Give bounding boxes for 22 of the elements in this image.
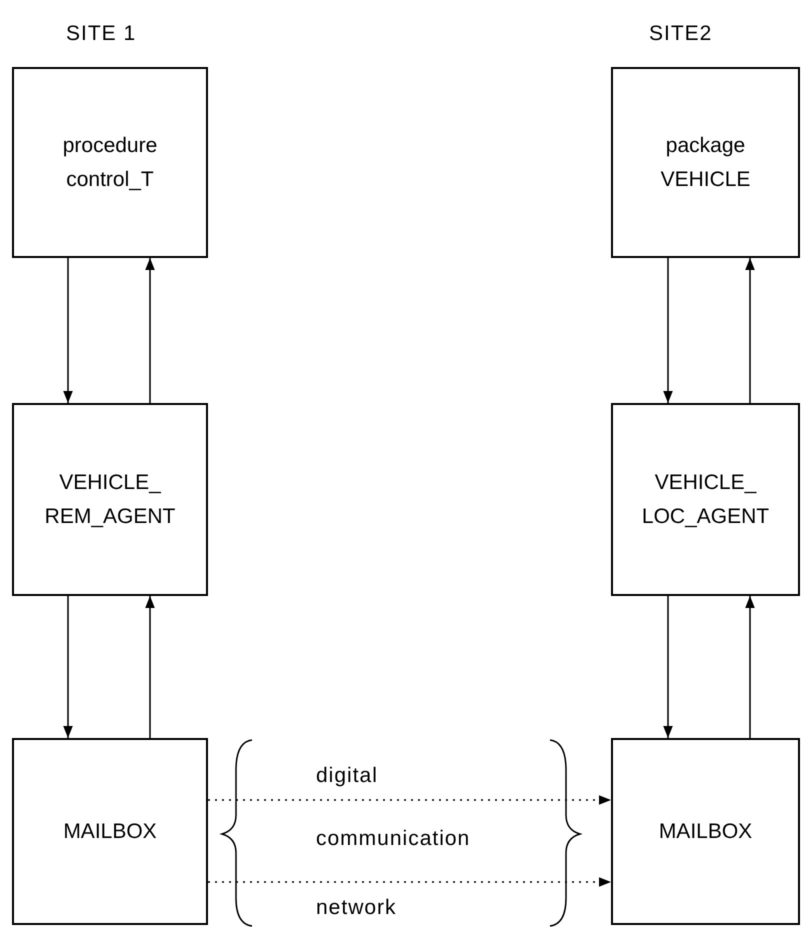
box-label: MAILBOX bbox=[658, 818, 754, 844]
box-label: VEHICLE_ LOC_AGENT bbox=[640, 470, 770, 530]
box-label: package VEHICLE bbox=[660, 132, 752, 192]
arrow bbox=[63, 596, 73, 738]
arrow bbox=[63, 258, 73, 403]
arrow bbox=[145, 596, 155, 738]
dotted-arrow bbox=[208, 795, 611, 805]
process-box bbox=[611, 67, 800, 258]
arrow bbox=[745, 258, 755, 403]
process-box bbox=[12, 738, 208, 925]
process-box bbox=[611, 403, 800, 596]
box-label: VEHICLE_ REM_AGENT bbox=[44, 470, 176, 530]
box-label: MAILBOX bbox=[62, 818, 158, 844]
process-box bbox=[12, 67, 208, 258]
arrow bbox=[145, 258, 155, 403]
process-box bbox=[611, 738, 800, 925]
process-box bbox=[12, 403, 208, 596]
dotted-arrow bbox=[208, 877, 611, 887]
arrow bbox=[663, 258, 673, 403]
arrow bbox=[745, 596, 755, 738]
arrow bbox=[663, 596, 673, 738]
box-label: procedure control_T bbox=[62, 132, 158, 192]
